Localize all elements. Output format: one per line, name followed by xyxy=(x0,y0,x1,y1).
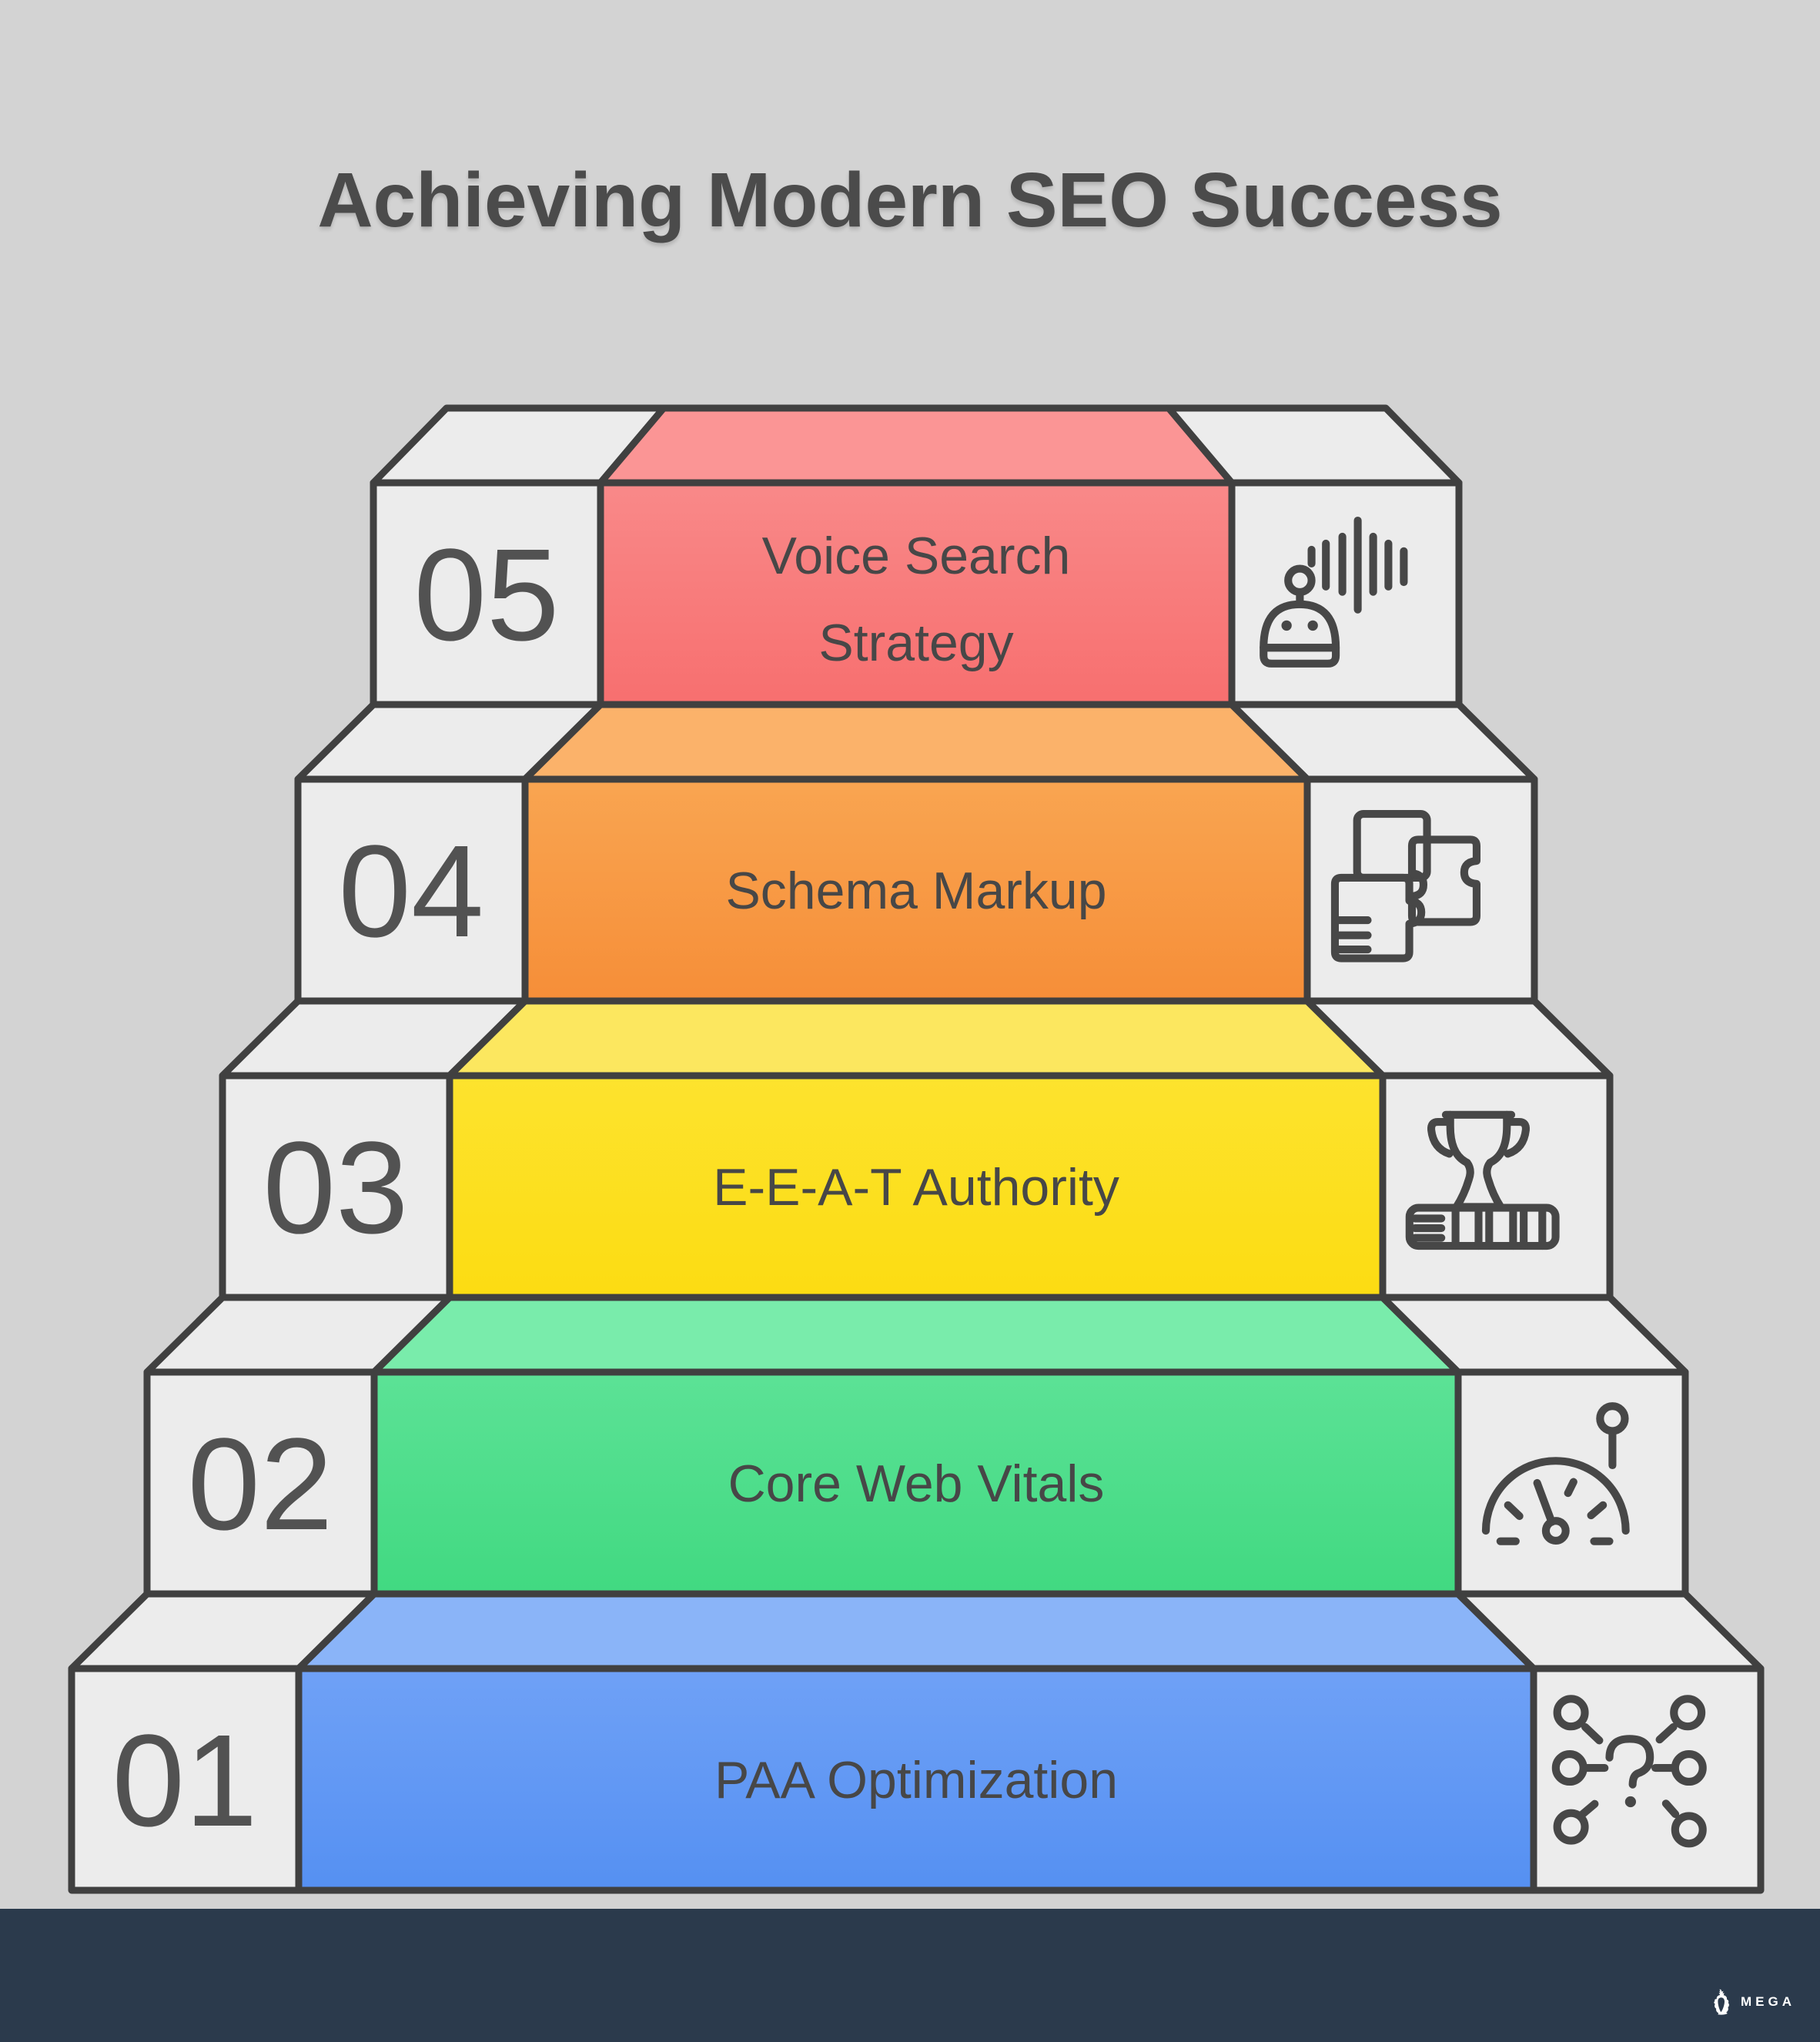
step-05: 05 Voice Search Strategy xyxy=(370,404,1463,708)
speedometer-icon xyxy=(1481,1402,1630,1545)
trophy-icon xyxy=(1405,1110,1560,1250)
step-05-label-line-1: Voice Search xyxy=(762,527,1071,585)
step-01-front-face xyxy=(295,1665,1537,1894)
step-05-label-line-2: Strategy xyxy=(818,614,1013,672)
step-03-icon-panel xyxy=(1379,1072,1614,1301)
step-01: 01 PAA Optimization xyxy=(68,1590,1765,1894)
step-05-front-face xyxy=(597,479,1236,708)
step-04-number: 04 xyxy=(338,818,483,965)
step-04-front-face xyxy=(521,775,1311,1005)
step-03: 03 E-E-A-T Authority xyxy=(219,997,1614,1301)
mega-logo-icon xyxy=(1714,1989,1729,2015)
step-02-number: 02 xyxy=(187,1411,333,1558)
schema-markup-icon xyxy=(1330,810,1481,962)
step-03-label: E-E-A-T Authority xyxy=(713,1158,1119,1217)
voice-assistant-icon xyxy=(1260,516,1408,668)
step-01-label: PAA Optimization xyxy=(714,1751,1118,1809)
step-05-number: 05 xyxy=(413,522,559,668)
step-04: 04 Schema Markup xyxy=(294,701,1538,1005)
brand-name: MEGA xyxy=(1741,1994,1795,2009)
step-04-top-color-face xyxy=(521,701,1311,783)
step-02-label: Core Web Vitals xyxy=(728,1455,1105,1513)
step-04-label: Schema Markup xyxy=(725,862,1106,920)
step-02: 02 Core Web Vitals xyxy=(143,1294,1689,1598)
step-01-top-color-face xyxy=(295,1590,1537,1672)
step-03-number: 03 xyxy=(263,1115,408,1261)
footer-bar: MEGA xyxy=(0,1909,1820,2042)
step-05-top-color-face xyxy=(597,404,1236,487)
step-03-top-color-face xyxy=(446,997,1387,1080)
step-01-number: 01 xyxy=(112,1708,257,1854)
page-title: Achieving Modern SEO Success xyxy=(317,157,1503,243)
step-02-top-color-face xyxy=(370,1294,1462,1376)
question-network-icon xyxy=(1551,1695,1707,1848)
step-02-number-panel xyxy=(143,1368,378,1598)
mega-logo: MEGA xyxy=(1711,1989,1795,2015)
